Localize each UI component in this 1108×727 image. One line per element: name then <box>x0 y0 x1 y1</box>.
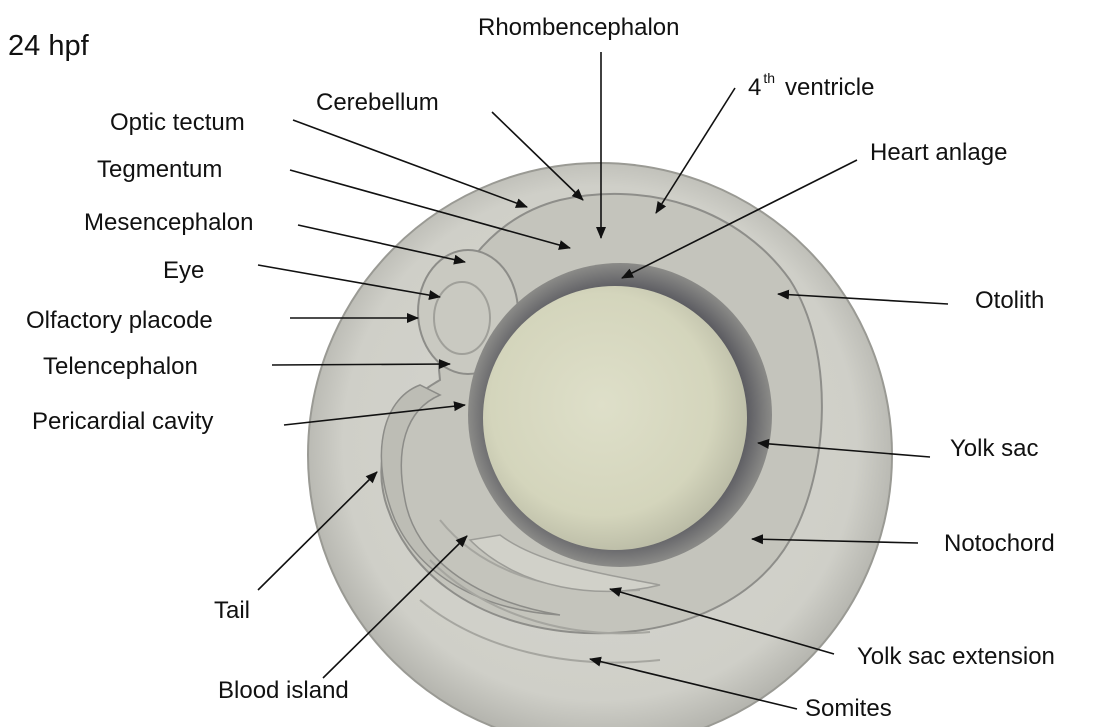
label-telencephalon: Telencephalon <box>43 353 198 380</box>
leader-telencephalon <box>272 364 450 365</box>
label-optic-tectum: Optic tectum <box>110 109 245 136</box>
label-notochord: Notochord <box>944 530 1055 557</box>
label-mesencephalon: Mesencephalon <box>84 209 253 236</box>
ventricle-number: 4 <box>748 74 761 101</box>
ventricle-superscript: th <box>763 70 775 86</box>
ventricle-word: ventricle <box>785 74 874 101</box>
label-rhombencephalon: Rhombencephalon <box>478 14 679 41</box>
label-olfactory-placode: Olfactory placode <box>26 307 213 334</box>
yolk-sac-shape <box>483 286 747 550</box>
label-eye: Eye <box>163 257 204 284</box>
label-heart-anlage: Heart anlage <box>870 139 1007 166</box>
label-yolk-sac-extension: Yolk sac extension <box>857 643 1055 670</box>
label-otolith: Otolith <box>975 287 1044 314</box>
leader-optic-tectum <box>293 120 527 207</box>
label-cerebellum: Cerebellum <box>316 89 439 116</box>
label-4th-ventricle: 4th ventricle <box>748 70 874 101</box>
stage-title: 24 hpf <box>8 30 90 62</box>
label-yolk-sac: Yolk sac <box>950 435 1039 462</box>
label-pericardial-cavity: Pericardial cavity <box>32 408 213 435</box>
label-tail: Tail <box>214 597 250 624</box>
label-tegmentum: Tegmentum <box>97 156 222 183</box>
label-somites: Somites <box>805 695 892 722</box>
label-blood-island: Blood island <box>218 677 349 704</box>
